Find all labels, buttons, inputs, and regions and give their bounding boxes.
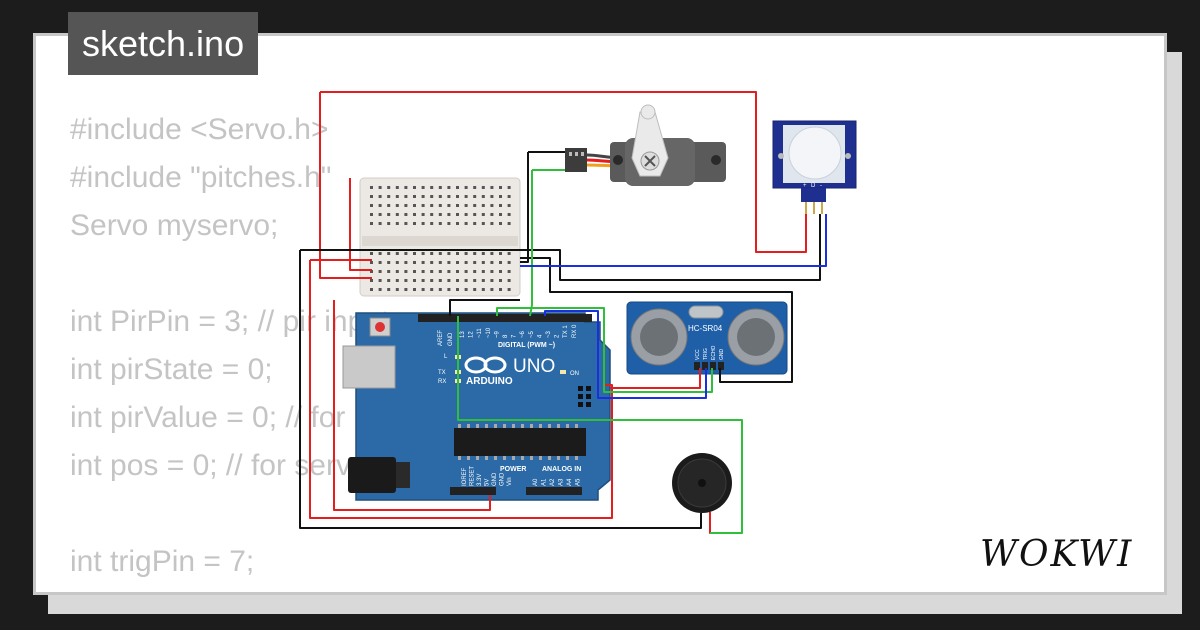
preview-card: #include <Servo.h> #include "pitches.h" Se…	[33, 33, 1167, 595]
digital-pin-label: ~10	[486, 327, 492, 338]
servo-motor	[565, 104, 726, 186]
pir-pin-minus: -	[820, 183, 822, 189]
board-brand-label: ARDUINO	[466, 376, 513, 387]
wokwi-logo[interactable]: WOKWI	[978, 532, 1148, 576]
ultrasonic-pin	[718, 362, 724, 370]
ultrasonic-model-label: HC-SR04	[688, 324, 723, 333]
analog-header	[526, 487, 582, 495]
analog-pin-label: A3	[559, 478, 565, 486]
led-rx-label: RX	[438, 379, 446, 385]
ultrasonic-pin-label: TRIG	[703, 348, 709, 360]
sketch-title[interactable]: sketch.ino	[68, 12, 259, 75]
pir-sensor: + D -	[772, 120, 857, 214]
power-pin-label: 3.3V	[477, 474, 483, 486]
usb-connector	[342, 345, 396, 389]
analog-pin-label: A5	[576, 478, 582, 486]
digital-pins-label: DIGITAL (PWM ~)	[498, 342, 555, 349]
ultrasonic-pin-label: VCC	[695, 349, 701, 360]
analog-pin-label: A4	[567, 478, 573, 486]
analog-pin-label: A0	[533, 478, 539, 486]
ultrasonic-pin	[710, 362, 716, 370]
pir-pin-d: D	[811, 183, 816, 189]
wires	[299, 91, 827, 534]
arduino-uno-board: UNO ARDUINO DIGITAL (PWM ~) POWER ANALOG…	[342, 312, 611, 501]
analog-pin-label: A2	[550, 478, 556, 486]
power-pin-label: GND	[500, 472, 506, 486]
code-background: #include <Servo.h> #include "pitches.h" Se…	[70, 106, 389, 592]
power-pin-label: IOREF	[462, 467, 468, 486]
ultrasonic-pin-label: GND	[719, 349, 725, 361]
analog-label: ANALOG IN	[542, 466, 581, 473]
digital-pin-label: TX 1	[563, 325, 569, 338]
digital-pin-label: 2	[555, 334, 561, 338]
code-line: int trigPin = 7;	[70, 545, 255, 578]
digital-pin-label: 7	[512, 334, 518, 338]
reset-button[interactable]	[375, 322, 385, 332]
power-pin-label: 5V	[485, 479, 491, 486]
power-header	[450, 487, 496, 495]
board-model-label: UNO	[513, 356, 555, 377]
buzzer	[672, 453, 732, 513]
ultrasonic-pin	[702, 362, 708, 370]
ultrasonic-pin-label: ECHO	[711, 345, 717, 360]
on-led-label: ON	[570, 371, 579, 377]
analog-pin-label: A1	[542, 478, 548, 486]
digital-pin-label: ~3	[546, 330, 552, 338]
digital-pin-label: ~6	[520, 330, 526, 338]
digital-pin-label: ~9	[494, 330, 500, 338]
digital-pin-label: RX 0	[572, 324, 578, 338]
code-line: #include <Servo.h>	[70, 113, 329, 146]
digital-header	[418, 314, 592, 322]
digital-pin-label: 12	[469, 331, 475, 338]
aref-label: AREF	[438, 330, 444, 346]
digital-pin-label: ~5	[529, 330, 535, 338]
digital-pin-label: ~11	[477, 328, 483, 338]
digital-pin-label: 13	[460, 331, 466, 338]
pir-pin-plus: +	[803, 183, 807, 189]
power-jack	[348, 457, 396, 493]
breadboard	[359, 177, 521, 297]
power-pin-label: Vin	[507, 477, 513, 486]
atmega-chip	[454, 428, 586, 456]
led-l-label: L	[444, 354, 448, 360]
gnd-label: GND	[448, 332, 454, 346]
icsp-header	[578, 386, 591, 407]
code-line: Servo myservo;	[70, 209, 279, 242]
digital-pin-label: 4	[537, 334, 543, 338]
code-line: #include "pitches.h"	[70, 161, 332, 194]
wokwi-logo-text: WOKWI	[980, 534, 1133, 575]
power-label: POWER	[500, 466, 526, 473]
code-line: int pirState = 0;	[70, 353, 273, 386]
power-pin-label: GND	[492, 472, 498, 486]
arduino-logo-icon	[464, 356, 507, 374]
led-tx-label: TX	[438, 370, 446, 376]
code-line: int pirValue = 0; // for	[70, 401, 346, 434]
ultrasonic-pin	[694, 362, 700, 370]
digital-pin-label: 8	[503, 334, 509, 338]
power-pin-label: RESET	[470, 466, 476, 486]
